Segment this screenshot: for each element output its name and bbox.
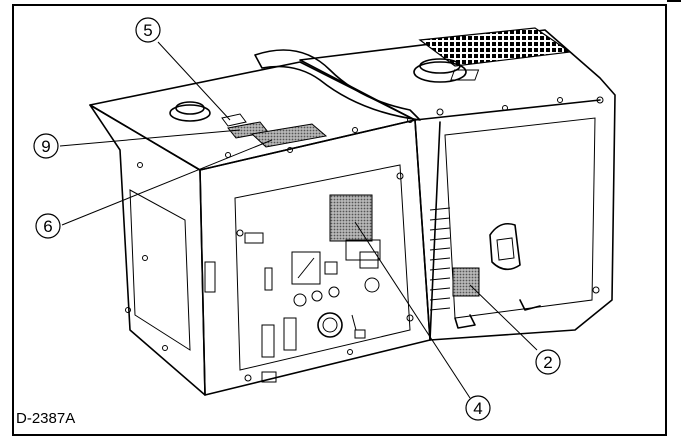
label-6 xyxy=(250,123,328,148)
rear-housing xyxy=(299,27,616,341)
exhaust-icon xyxy=(169,104,211,122)
breaker-icon xyxy=(345,239,381,261)
callout-2: 2 xyxy=(535,349,561,375)
outlet-right-icon xyxy=(283,317,297,351)
svg-text:4: 4 xyxy=(473,399,482,418)
lifting-handle xyxy=(254,49,421,121)
leader-lines xyxy=(59,41,538,399)
side-handle-icon xyxy=(489,222,521,271)
label-5 xyxy=(221,113,247,127)
top-grille xyxy=(418,27,572,67)
callout-9: 9 xyxy=(33,133,59,159)
fuel-cap-icon xyxy=(413,61,467,83)
callout-6: 6 xyxy=(35,213,61,239)
callout-5: 5 xyxy=(135,17,161,43)
svg-text:5: 5 xyxy=(143,21,152,40)
meter-icon xyxy=(291,251,321,285)
top-rule xyxy=(667,0,681,2)
side-louvers xyxy=(429,207,451,311)
label-2 xyxy=(452,267,480,297)
svg-text:2: 2 xyxy=(543,353,552,372)
svg-text:6: 6 xyxy=(43,217,52,236)
callout-4: 4 xyxy=(465,395,491,421)
figure-code: D-2387A xyxy=(16,410,76,427)
front-housing xyxy=(89,61,431,396)
side-vent xyxy=(204,261,216,293)
knob-icon xyxy=(317,312,343,338)
outlet-left-icon xyxy=(261,324,275,358)
svg-text:9: 9 xyxy=(41,137,50,156)
label-4 xyxy=(329,194,373,242)
